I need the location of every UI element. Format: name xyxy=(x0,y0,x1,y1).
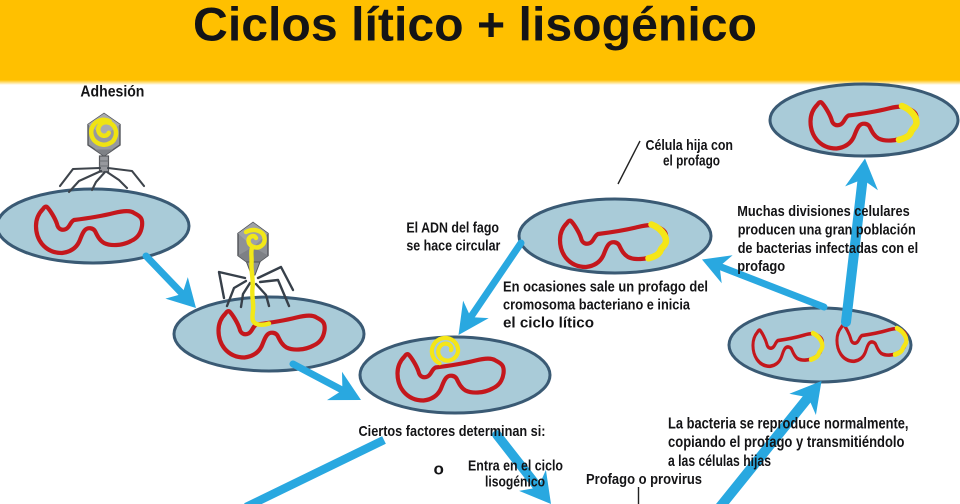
svg-text:Profago o provirus: Profago o provirus xyxy=(586,471,702,488)
svg-text:o: o xyxy=(434,460,444,479)
svg-text:Entra en el ciclo: Entra en el ciclo xyxy=(468,458,563,475)
svg-text:producen una gran población: producen una gran población xyxy=(738,221,916,238)
svg-text:a las células hijas: a las células hijas xyxy=(668,453,771,470)
svg-text:cromosoma bacteriano e inicia: cromosoma bacteriano e inicia xyxy=(503,296,691,313)
svg-text:profago: profago xyxy=(737,258,785,275)
svg-text:copiando el profago y transmi: copiando el profago y transmitiéndolo xyxy=(668,434,905,451)
svg-text:Ciclos lítico + lisogénico: Ciclos lítico + lisogénico xyxy=(193,0,757,52)
svg-text:El ADN del fago: El ADN del fago xyxy=(406,220,499,237)
svg-text:La bacteria se reproduce norma: La bacteria se reproduce normalmente, xyxy=(668,415,909,432)
svg-text:el profago: el profago xyxy=(663,153,720,170)
svg-text:Célula hija con: Célula hija con xyxy=(646,137,734,154)
svg-text:En ocasiones sale un profago d: En ocasiones sale un profago del xyxy=(503,278,708,295)
svg-text:el ciclo lítico: el ciclo lítico xyxy=(503,314,594,331)
svg-text:Muchas divisiones celulares: Muchas divisiones celulares xyxy=(737,203,910,220)
svg-text:lisogénico: lisogénico xyxy=(485,473,545,490)
svg-text:se hace circular: se hace circular xyxy=(406,238,500,255)
svg-text:Ciertos factores determinan si: Ciertos factores determinan si: xyxy=(359,423,546,440)
svg-text:de bacterias infectadas con e: de bacterias infectadas con el xyxy=(738,240,918,257)
svg-text:Adhesión: Adhesión xyxy=(80,84,144,101)
